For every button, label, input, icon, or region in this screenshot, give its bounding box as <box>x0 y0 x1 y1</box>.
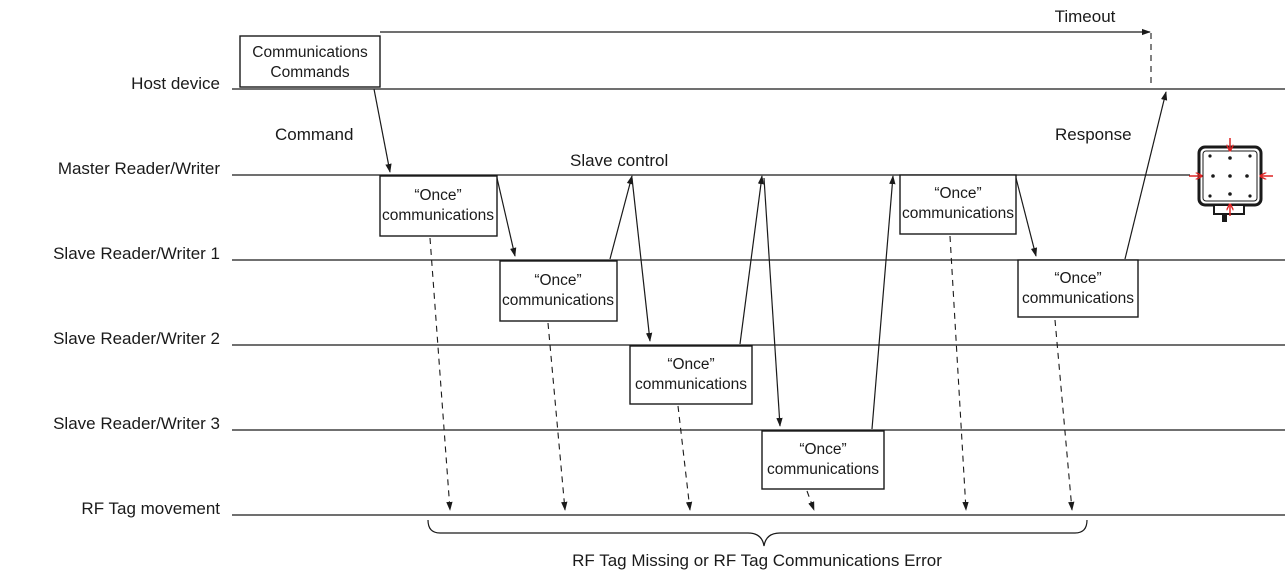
lane-label-master: Master Reader/Writer <box>58 159 221 178</box>
communications-commands-line2: Commands <box>270 64 349 81</box>
once-box-slave-1-first-line2: communications <box>502 292 614 309</box>
arrow-slave2-to-master <box>739 175 765 345</box>
once-box-master-1-line2: communications <box>382 207 494 224</box>
once-box-slave-1-second-line2: communications <box>1022 290 1134 307</box>
communications-commands-box <box>239 35 381 88</box>
once-box-slave-2-line2: communications <box>635 376 747 393</box>
once-box-master-2: “Once” communications <box>899 174 1017 235</box>
arrow-master-to-slave1-second <box>1015 177 1038 257</box>
once-box-slave-3-line2: communications <box>767 461 879 478</box>
once-box-slave-1-first-line1: “Once” <box>534 272 581 289</box>
once-box-slave-1-second-line1: “Once” <box>1054 270 1101 287</box>
lane-label-host: Host device <box>131 74 220 93</box>
reader-writer-device-icon <box>1189 138 1273 222</box>
once-box-slave-3-line1: “Once” <box>799 441 846 458</box>
arrow-master-to-slave1 <box>496 177 517 257</box>
arrow-slave1-to-master <box>609 175 633 260</box>
tag-arrow-4 <box>806 490 815 511</box>
bottom-brace <box>427 519 1088 547</box>
once-box-slave-2: “Once” communications <box>629 345 753 405</box>
tag-arrow-2 <box>547 322 568 511</box>
lane-label-slave-3: Slave Reader/Writer 3 <box>53 414 220 433</box>
tag-arrow-3 <box>677 405 693 511</box>
command-arrow <box>373 88 392 173</box>
once-box-master-2-line2: communications <box>902 205 1014 222</box>
once-box-master-1-line1: “Once” <box>414 187 461 204</box>
communications-commands-line1: Communications <box>252 44 368 61</box>
command-label: Command <box>275 125 353 144</box>
once-box-slave-2-line1: “Once” <box>667 356 714 373</box>
timeout-label: Timeout <box>1055 7 1116 26</box>
tag-arrow-1 <box>429 237 453 511</box>
tag-arrow-6 <box>1054 319 1075 511</box>
lane-label-slave-2: Slave Reader/Writer 2 <box>53 329 220 348</box>
lane-label-tag: RF Tag movement <box>81 499 220 518</box>
response-label: Response <box>1055 125 1132 144</box>
once-box-slave-1-first: “Once” communications <box>499 260 618 322</box>
once-box-master-1: “Once” communications <box>379 175 498 237</box>
once-box-slave-1-second: “Once” communications <box>1017 259 1139 318</box>
arrow-master-to-slave2 <box>631 177 653 342</box>
slave-control-label: Slave control <box>570 151 668 170</box>
arrow-slave3-to-master <box>871 175 896 430</box>
response-arrow <box>1124 91 1168 260</box>
tag-arrow-5 <box>949 235 969 511</box>
arrow-master-to-slave3 <box>763 177 783 427</box>
once-box-master-2-line1: “Once” <box>934 185 981 202</box>
bottom-label: RF Tag Missing or RF Tag Communications … <box>572 551 942 570</box>
once-box-slave-3: “Once” communications <box>761 430 885 490</box>
lane-label-slave-1: Slave Reader/Writer 1 <box>53 244 220 263</box>
